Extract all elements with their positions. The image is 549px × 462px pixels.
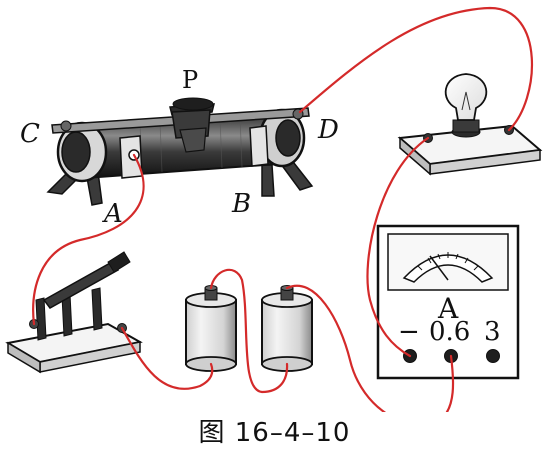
ammeter-symbol: A: [437, 292, 459, 325]
battery-right: [261, 285, 313, 372]
ammeter-terminal-0-6: 0.6: [429, 317, 470, 347]
figure-caption: 图 16–4–10: [198, 418, 351, 448]
wire-switch-to-battery: [120, 326, 214, 390]
battery-left: [185, 285, 237, 372]
circuit-figure: P C D A B A − 0.6 3: [5, 6, 543, 412]
wire-a-to-switch: [32, 153, 145, 326]
bulb-board: [397, 73, 543, 176]
knife-switch: [5, 251, 143, 374]
ammeter: [376, 224, 520, 380]
wires: [32, 6, 533, 412]
label-terminal-c: C: [20, 119, 40, 149]
label-terminal-d: D: [317, 115, 339, 145]
ammeter-terminal-minus: −: [398, 317, 420, 347]
rheostat: [46, 97, 314, 206]
ammeter-terminal-3: 3: [484, 317, 501, 347]
wire-bulb-to-ammeter: [366, 136, 430, 358]
wire-battery-to-ammeter: [285, 284, 455, 412]
label-slider-p: P: [182, 66, 198, 94]
label-terminal-a: A: [102, 199, 123, 229]
wire-battery-link: [209, 268, 289, 394]
wire-d-to-bulb: [298, 6, 533, 132]
label-terminal-b: B: [231, 189, 251, 219]
